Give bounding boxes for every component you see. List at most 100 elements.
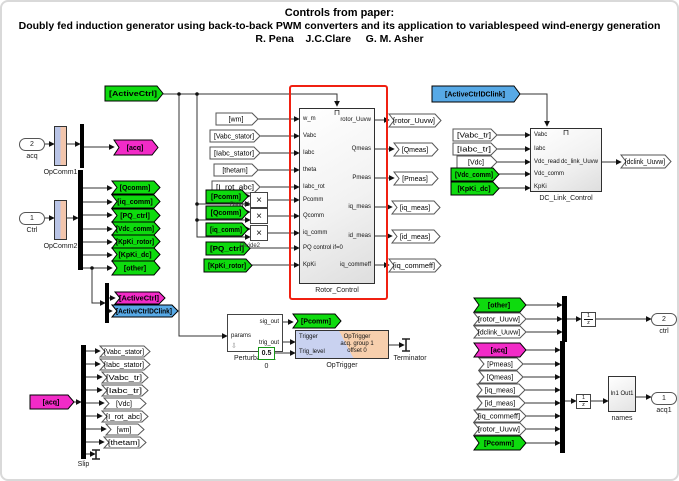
tag-kpki-dc-goto[interactable]: [KpKi_dc] [110,247,161,262]
tag-vabc-tr-goto-label: [Vabc_tr] [106,375,142,382]
tag-thetam-from[interactable]: [thetam] [213,163,259,177]
tag-i-rot-abc-goto[interactable]: [I_rot_abc] [100,410,149,423]
block-divide2[interactable]: × [250,225,268,241]
block-names[interactable]: In1 Out1 [608,376,636,412]
rotor-control-out-iq_meas: iq_meas [348,204,371,210]
tag-vdc-goto[interactable]: [Vdc] [102,397,147,410]
tag-pq-ctrl-goto[interactable]: [PQ_ctrl] [110,208,161,223]
block-names-label: names [611,415,633,422]
tag-pq-ctrl-from-label: [PQ_ctrl] [210,246,244,253]
tag-iq-comm-from[interactable]: [iq_comm] [205,222,249,237]
tag-kpki-dc-from[interactable]: [KpKi_dc] [450,181,500,196]
tag-pmeas-goto[interactable]: [Pmeas] [392,171,439,186]
tag-vabc-stator-goto[interactable]: [Vabc_stator] [98,345,151,358]
demux-slip[interactable] [81,345,86,459]
mux-ctrl[interactable] [562,296,567,342]
tag-iq-meas-from[interactable]: [iq_meas] [475,383,526,397]
outport-ctrl[interactable]: 2 [651,313,677,326]
tag-iabc-tr-from-label: [Iabc_tr] [457,147,491,154]
inport-ctrl-label: Ctrl [26,227,38,234]
dc-link-control-in-vdc_read: Vdc_read [534,159,560,165]
demux-activectrl[interactable] [105,283,109,323]
tag-vabc-stator-from[interactable]: [Vabc_stator] [209,129,261,143]
tag-iabc-tr-goto[interactable]: [Iabc_tr] [100,384,149,397]
tag-qmeas-goto-label: [Qmeas] [402,147,429,154]
mux-acq[interactable] [560,341,565,453]
tag-vdc-from[interactable]: [Vdc] [456,155,498,169]
demux-opcomm2[interactable] [78,170,83,270]
tag-rotor-uuvw-from-ctrl[interactable]: [rotor_Uuvw] [472,312,527,326]
tag-wm-from[interactable]: [wm] [215,112,259,126]
tag-thetam-goto[interactable]: [thetam] [102,436,147,449]
tag-wm-goto[interactable]: [wm] [104,423,145,436]
tag-rotor-uuvw-from-acq-label: [rotor_Uuvw] [478,427,520,434]
tag-rotor-uuvw-from-acq[interactable]: [rotor_Uuvw] [472,422,527,436]
tag-vdc-comm-from[interactable]: [Vdc_comm] [450,167,500,182]
tag-pcomm-from-acq[interactable]: [Pcomm] [473,435,527,451]
tag-acq-from-slip[interactable]: [acq] [29,394,75,410]
block-divide1[interactable]: × [250,208,268,224]
tag-activectrl-top[interactable]: [ActiveCtrl] [104,85,164,102]
tag-kpki-rotor-from[interactable]: [KpKi_rotor] [203,258,253,273]
tag-iq-commeff-goto[interactable]: [iq_commeff] [387,258,442,273]
tag-kpki-rotor-goto-label: [KpKi_rotor] [116,239,154,246]
terminator1[interactable]: Terminator [393,338,427,362]
block-const-05-label: 0 [264,363,269,370]
tag-kpki-rotor-goto[interactable]: [KpKi_rotor] [110,234,161,249]
tag-iq-commeff-from[interactable]: [iq_commeff] [472,409,527,423]
tag-id-meas-goto[interactable]: [id_meas] [390,229,441,244]
terminator-slip[interactable] [92,449,100,460]
tag-iabc-stator-from[interactable]: [Iabc_stator] [209,146,261,160]
wire [520,93,550,127]
tag-vabc-tr-from[interactable]: [Vabc_tr] [452,128,498,142]
tag-other-goto[interactable]: [other] [111,260,161,276]
block-opcomm1[interactable] [54,126,67,166]
tag-dclink-uuvw-from[interactable]: [dclink_Uuvw] [472,325,527,339]
block-divide[interactable]: × [250,192,268,208]
tag-pq-ctrl-from[interactable]: [PQ_ctrl] [205,241,251,256]
tag-vdc-goto-label: [Vdc] [116,401,132,408]
tag-rotor-uuvw-goto[interactable]: [rotor_Uuvw] [387,113,442,128]
inport-acq[interactable]: 2 [19,138,45,151]
tag-dclink-uuvw-goto[interactable]: [dclink_Uuvw] [619,154,672,169]
tag-id-meas-from-label: [id_meas] [485,401,515,408]
tag-id-meas-from[interactable]: [id_meas] [475,396,526,410]
tag-iq-meas-from-label: [iq_meas] [485,388,515,395]
tag-qmeas-goto[interactable]: [Qmeas] [392,142,439,157]
tag-activectrldclink-goto[interactable]: [ActiveCtrlDClink] [110,304,179,318]
tag-qcomm-goto[interactable]: [Qcomm] [110,180,161,195]
tag-other-from[interactable]: [other] [473,297,527,313]
block-opcomm2[interactable] [54,200,67,240]
tag-vdc-comm-goto[interactable]: [Vdc_comm] [110,221,161,236]
tag-pmeas-from[interactable]: [Pmeas] [477,357,524,371]
tag-pcomm-goto-perturb[interactable]: [Pcomm] [292,313,342,329]
tag-thetam-goto-label: [thetam] [108,440,140,447]
tag-iq-meas-goto[interactable]: [iq_meas] [390,200,441,215]
inport-ctrl[interactable]: 1 [19,212,45,225]
block-const-05[interactable]: 0.5 [258,347,275,360]
tag-acq-from-names[interactable]: [acq] [473,342,527,358]
tag-iabc-stator-goto[interactable]: [Iabc_stator] [98,358,151,371]
tag-activectrl-goto[interactable]: [ActiveCtrl] [113,291,166,305]
tag-qmeas-from[interactable]: [Qmeas] [477,370,524,384]
model-title-annotation: Controls from paper: Doubly fed inductio… [2,6,677,46]
tag-iq-comm-goto[interactable]: [iq_comm] [110,194,161,209]
tag-acq-goto[interactable]: [acq] [113,139,159,156]
tag-qmeas-from-label: [Qmeas] [487,375,514,382]
tag-iabc-tr-from[interactable]: [Iabc_tr] [452,142,498,156]
tag-activectrldclink-from[interactable]: [ActiveCtrlDClink] [431,85,521,103]
tag-pcomm-from[interactable]: [Pcomm] [205,189,249,204]
tag-vabc-tr-goto[interactable]: [Vabc_tr] [100,371,149,384]
outport-acq1[interactable]: 1 [651,392,677,405]
rotor-control-out-iq_commeff: iq_commeff [340,262,371,268]
tag-qcomm-from[interactable]: [Qcomm] [205,205,249,220]
demux-opcomm1[interactable] [80,124,84,168]
